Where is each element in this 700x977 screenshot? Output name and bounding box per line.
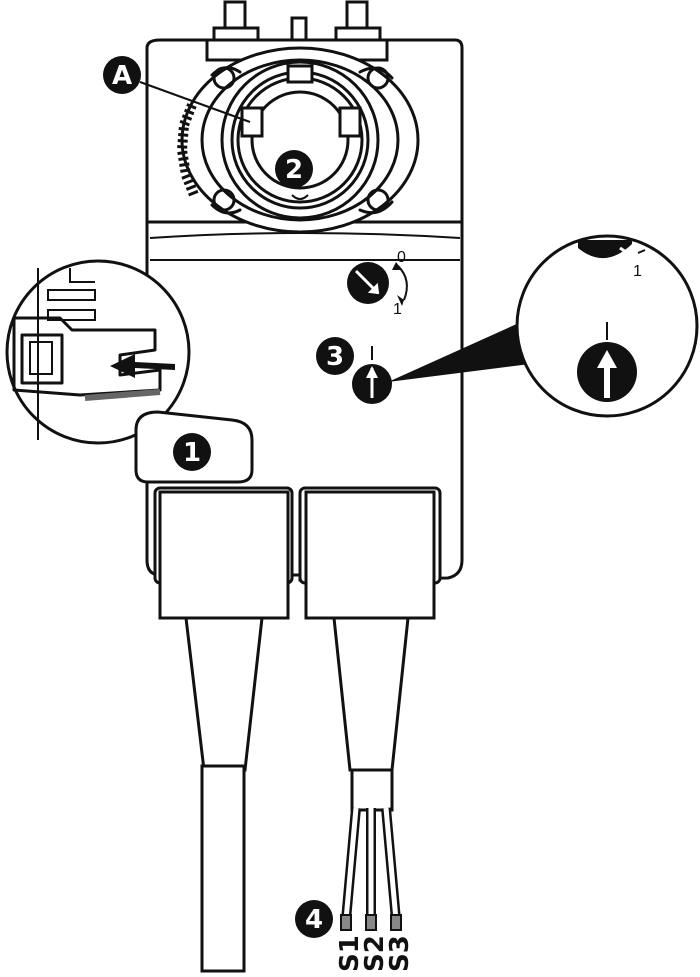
callout-a-leader — [139, 81, 251, 123]
shaft-clamp — [176, 46, 420, 234]
cable-gland-left — [153, 486, 294, 973]
zoom-wedge — [388, 318, 530, 382]
svg-text:2: 2 — [285, 155, 303, 185]
position-indicator — [352, 346, 392, 404]
badge-4: 4 — [295, 900, 333, 938]
badge-3: 3 — [316, 337, 354, 375]
switch-label-1: 1 — [393, 301, 402, 318]
svg-text:3: 3 — [326, 342, 344, 372]
wire-label-s2: S2 — [360, 935, 390, 972]
svg-text:A: A — [112, 61, 132, 91]
signal-wires — [340, 807, 402, 931]
switch-label-0: 0 — [397, 249, 406, 266]
badge-2: 2 — [275, 150, 313, 188]
cable-gland-right — [298, 486, 442, 812]
badge-a: A — [103, 56, 141, 94]
rotation-direction-switch — [347, 262, 408, 306]
wire-label-s1: S1 — [335, 935, 365, 972]
wire-label-s3: S3 — [385, 935, 415, 972]
indicator-zoom-inset — [515, 234, 699, 418]
zoom-scale-label-1: 1 — [633, 263, 642, 280]
badge-1: 1 — [173, 433, 211, 471]
svg-text:1: 1 — [183, 438, 201, 468]
svg-text:4: 4 — [305, 905, 323, 935]
release-button-inset — [5, 259, 191, 445]
